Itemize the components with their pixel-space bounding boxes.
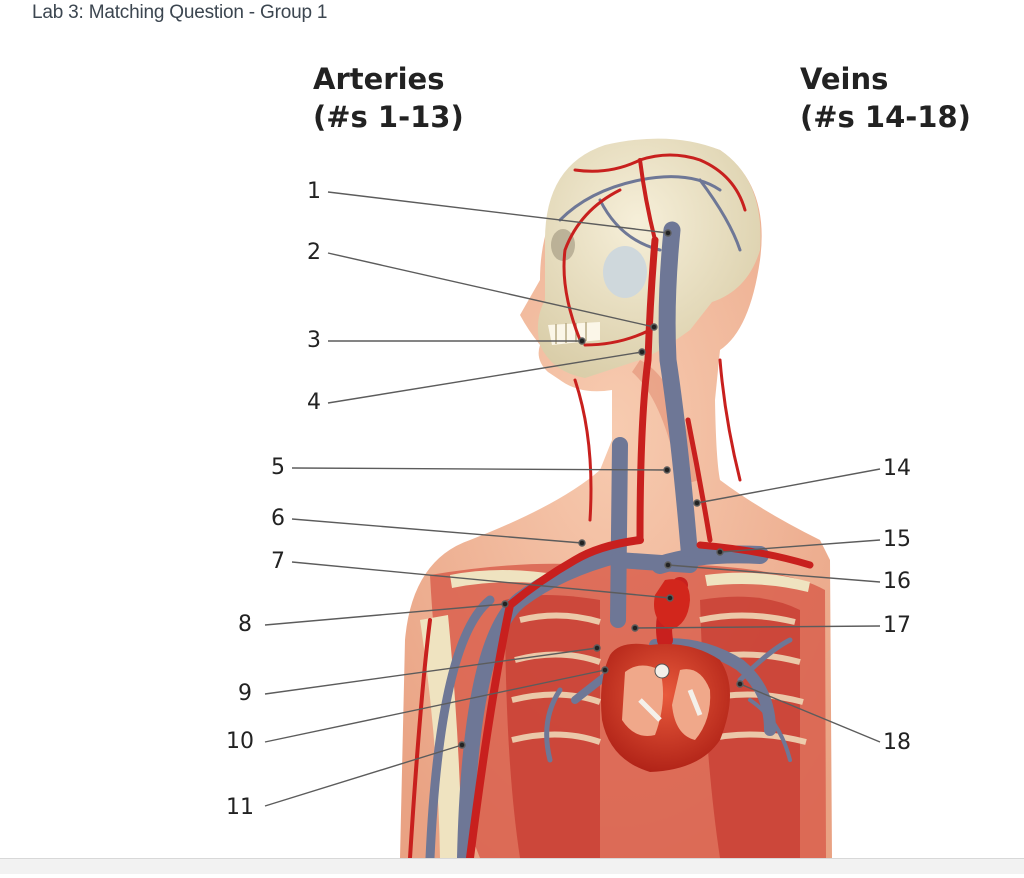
label-15: 15 [883, 527, 911, 552]
artery-network [408, 153, 814, 862]
label-17: 17 [883, 613, 911, 638]
arteries-range: (#s 1-13) [313, 100, 464, 134]
label-18: 18 [883, 730, 911, 755]
label-2: 2 [307, 240, 321, 265]
veins-range: (#s 14-18) [800, 100, 971, 134]
label-4: 4 [307, 390, 321, 415]
veins-heading: Veins (#s 14-18) [800, 60, 971, 136]
arteries-title: Arteries [313, 62, 445, 96]
label-10: 10 [226, 729, 254, 754]
label-8: 8 [238, 612, 252, 637]
arteries-heading: Arteries (#s 1-13) [313, 60, 464, 136]
label-14: 14 [883, 456, 911, 481]
label-3: 3 [307, 328, 321, 353]
label-16: 16 [883, 569, 911, 594]
label-5: 5 [271, 455, 285, 480]
skull [537, 138, 761, 378]
label-6: 6 [271, 506, 285, 531]
label-9: 9 [238, 681, 252, 706]
leader-lines [264, 191, 881, 807]
bottom-bar [0, 858, 1024, 874]
heart [601, 579, 730, 772]
label-7: 7 [271, 549, 285, 574]
page-title: Lab 3: Matching Question - Group 1 [32, 2, 328, 23]
veins-title: Veins [800, 62, 889, 96]
label-11: 11 [226, 795, 254, 820]
label-1: 1 [307, 179, 321, 204]
